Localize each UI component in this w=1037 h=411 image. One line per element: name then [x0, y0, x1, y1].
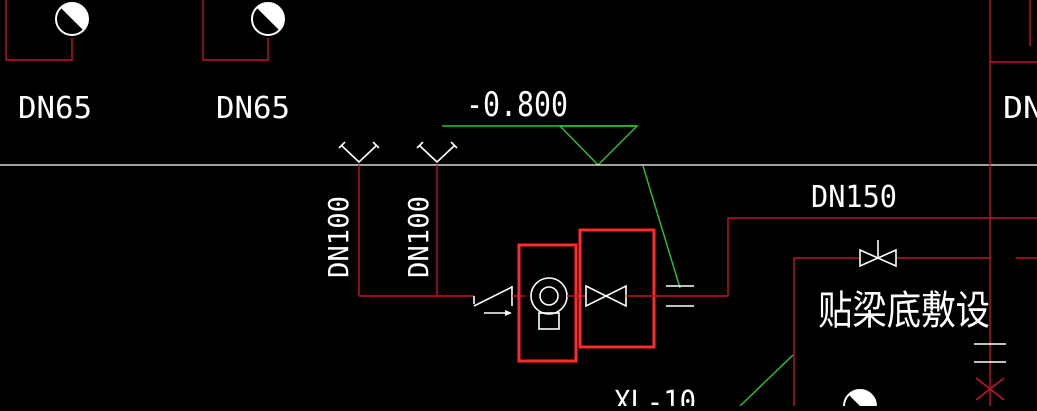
branch-pipe [5, 0, 73, 61]
sprinkler-head-fill [256, 3, 284, 31]
branch-pipe [202, 0, 269, 61]
pump-icon [530, 277, 568, 330]
pipe-size-label-partial: DN [1003, 91, 1037, 126]
gate-valve-icon [585, 284, 627, 308]
suction-inlet-icon [341, 145, 377, 164]
leader-line-bottom [739, 354, 794, 407]
inlet-tick [338, 141, 346, 149]
inlet-tick [416, 141, 424, 149]
pipe-size-label-dn65-left: DN65 [18, 91, 92, 126]
pump-highlight-box[interactable] [517, 243, 578, 363]
sprinkler-branch-right [202, 0, 285, 61]
branch-valve-icon [859, 240, 897, 268]
elevation-label: -0.800 [466, 85, 568, 125]
riser-valve-cross-icon [975, 377, 1005, 401]
check-valve-icon [473, 286, 513, 316]
inlet-tick [372, 141, 380, 149]
dn150-pipe [727, 217, 1037, 296]
sprinkler-head-fill [848, 390, 876, 406]
suction-inlet-icon [419, 145, 455, 164]
secondary-pipe [793, 257, 860, 406]
inlet-tick [450, 141, 458, 149]
installation-note: 贴梁底敷设 [818, 288, 990, 334]
leader-line-diagonal [642, 165, 681, 289]
sprinkler-head-fill [60, 3, 88, 31]
pipe-size-label-dn100-right: DN100 [402, 196, 435, 278]
pipe-size-label-dn150: DN150 [811, 180, 897, 215]
sprinkler-branch-left [5, 0, 89, 61]
pipe-size-label-dn65-right: DN65 [216, 91, 290, 126]
elevation-triangle-icon [558, 125, 639, 166]
suction-pipes [338, 141, 474, 297]
riser-label: XL-10 [614, 385, 696, 406]
valve-highlight-box[interactable] [578, 228, 656, 349]
pipe-size-label-dn100-left: DN100 [322, 196, 355, 278]
